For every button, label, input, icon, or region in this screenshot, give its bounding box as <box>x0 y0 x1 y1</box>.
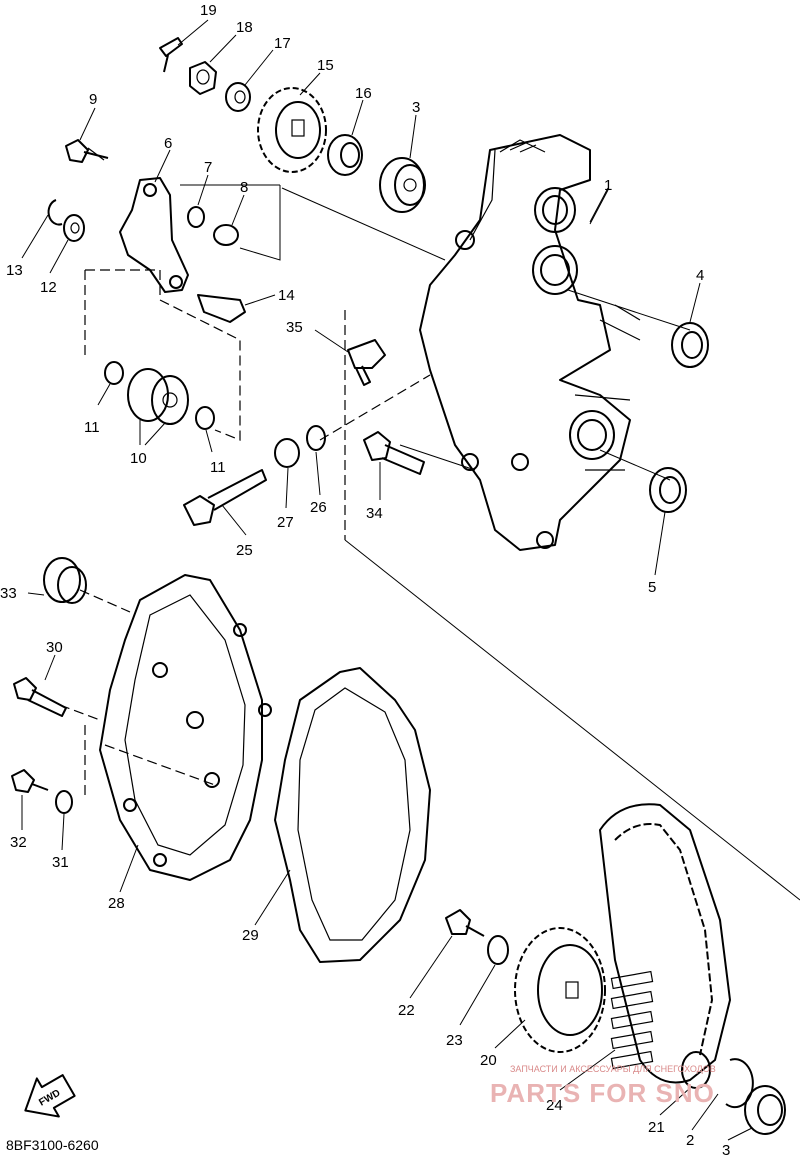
callout-8: 8 <box>240 179 248 196</box>
callout-3-top: 3 <box>412 99 420 116</box>
collar-21 <box>681 1051 711 1089</box>
callout-3-bottom: 3 <box>722 1142 730 1157</box>
sprocket-20 <box>514 927 606 1053</box>
callout-5: 5 <box>648 579 656 596</box>
diagram-code: 8BF3100-6260 <box>6 1137 99 1153</box>
callout-16: 16 <box>355 85 372 102</box>
fitting-35 <box>347 339 386 386</box>
callout-2: 2 <box>686 1132 694 1149</box>
bolt-25 <box>183 469 267 526</box>
reference-lines <box>59 184 800 901</box>
washer-31 <box>55 790 73 814</box>
bolt-22 <box>445 909 485 937</box>
callout-18: 18 <box>236 19 253 36</box>
callout-34: 34 <box>366 505 383 522</box>
chain-case-gasket <box>274 667 431 963</box>
callout-30: 30 <box>46 639 63 656</box>
washer-7 <box>187 206 205 228</box>
bolt-9 <box>65 139 109 163</box>
callout-26: 26 <box>310 499 327 516</box>
callout-13: 13 <box>6 262 23 279</box>
callout-10: 10 <box>130 450 147 467</box>
bearing-3-bottom <box>744 1085 786 1135</box>
watermark-caption: ЗАПЧАСТИ И АКСЕССУАРЫ ДЛЯ СНЕГОХОДОВ <box>510 1064 716 1074</box>
bolt-32 <box>11 769 49 793</box>
seal-5 <box>649 467 687 513</box>
callout-15: 15 <box>317 57 334 74</box>
chain-case-cover <box>99 574 272 881</box>
nut-18 <box>189 61 217 95</box>
washer-26 <box>306 425 326 451</box>
callout-31: 31 <box>52 854 69 871</box>
cotter-pin-19 <box>159 37 183 73</box>
callout-33: 33 <box>0 585 17 602</box>
leader-lines <box>21 19 753 1141</box>
bolt-30 <box>13 677 67 717</box>
bolt-34 <box>363 431 425 475</box>
callout-22: 22 <box>398 1002 415 1019</box>
callout-9: 9 <box>89 91 97 108</box>
callout-6: 6 <box>164 135 172 152</box>
washer-11-lower <box>195 406 215 430</box>
callout-35: 35 <box>286 319 303 336</box>
seal-4 <box>671 322 709 368</box>
shaft-14 <box>197 294 246 323</box>
callout-1: 1 <box>604 177 612 194</box>
fwd-arrow-icon: FWD <box>24 1074 76 1118</box>
callout-24: 24 <box>546 1097 563 1114</box>
watermark-brand: PARTS FOR SNO <box>490 1078 715 1108</box>
callout-4: 4 <box>696 267 704 284</box>
callout-25: 25 <box>236 542 253 559</box>
callout-17: 17 <box>274 35 291 52</box>
washer-17 <box>225 82 251 112</box>
sprocket-15 <box>257 87 327 173</box>
washer-12 <box>63 214 85 242</box>
washer-23 <box>487 935 509 965</box>
callout-14: 14 <box>278 287 295 304</box>
bearing-10 <box>127 368 189 425</box>
circlip-2 <box>725 1058 754 1109</box>
callout-12: 12 <box>40 279 57 296</box>
callout-28: 28 <box>108 895 125 912</box>
watermark: ЗАПЧАСТИ И АКСЕССУАРЫ ДЛЯ СНЕГОХОДОВ PAR… <box>490 1064 716 1108</box>
callout-7: 7 <box>204 159 212 176</box>
collar-8 <box>213 224 239 246</box>
callout-20: 20 <box>480 1052 497 1069</box>
nut-27 <box>274 438 300 468</box>
callout-19: 19 <box>200 2 217 19</box>
chain-24 <box>599 803 731 1084</box>
washer-11-upper <box>104 361 124 385</box>
callout-23: 23 <box>446 1032 463 1049</box>
seal-16 <box>327 134 363 176</box>
callout-32: 32 <box>10 834 27 851</box>
callout-11-lower: 11 <box>210 459 226 476</box>
callout-29: 29 <box>242 927 259 944</box>
circlip-13 <box>47 199 63 226</box>
callout-21: 21 <box>648 1119 665 1136</box>
callout-numbers: 19 18 17 15 16 3 9 6 7 8 1 13 12 4 14 35… <box>0 2 730 1157</box>
chain-case-housing <box>419 134 641 551</box>
callout-27: 27 <box>277 514 294 531</box>
bearing-3-top <box>379 157 426 213</box>
callout-11-upper: 11 <box>84 419 100 436</box>
tensioner-arm-6 <box>119 177 189 293</box>
seal-33 <box>43 557 87 604</box>
chain-links <box>610 970 654 1070</box>
